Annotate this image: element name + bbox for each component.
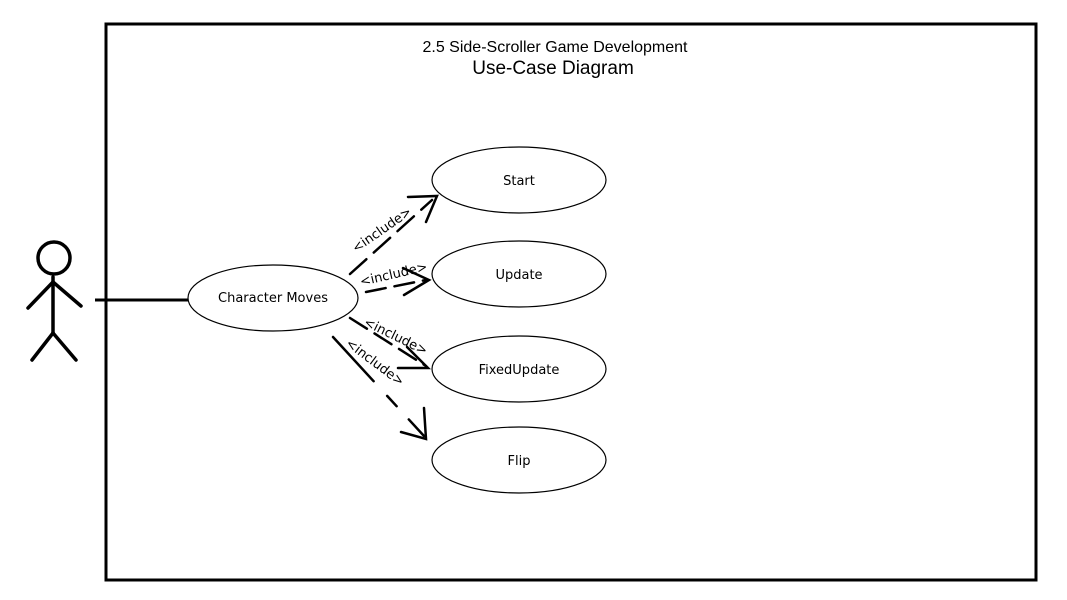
use-case-start: Start	[431, 146, 607, 214]
include-label-start: <include>	[350, 204, 415, 256]
arrowhead-fixedupdate	[396, 345, 432, 370]
actor-head	[36, 240, 72, 276]
actor-left-leg	[30, 331, 55, 362]
arrowhead-update	[401, 266, 432, 297]
use-case-label: Character Moves	[218, 291, 328, 306]
diagram-title: Use-Case Diagram	[472, 58, 634, 79]
system-boundary	[104, 22, 1038, 582]
actor-right-leg	[51, 331, 78, 362]
include-line-start	[348, 198, 434, 276]
use-case-character-moves: Character Moves	[187, 264, 359, 332]
include-line-flip	[331, 335, 426, 438]
actor-left-arm	[26, 280, 55, 310]
use-case-update: Update	[431, 240, 607, 308]
include-line-fixedupdate	[348, 316, 428, 368]
use-case-fixedupdate: FixedUpdate	[431, 335, 607, 403]
arrowhead-start	[406, 194, 439, 224]
include-line-update	[364, 278, 428, 294]
use-case-label: Flip	[508, 454, 531, 469]
actor-stick-figure	[26, 240, 83, 362]
use-case-label: Start	[503, 174, 535, 189]
use-case-label: Update	[495, 268, 542, 283]
diagram-subtitle: 2.5 Side-Scroller Game Development	[422, 39, 688, 56]
use-case-flip: Flip	[431, 426, 607, 494]
arrowhead-flip	[399, 406, 428, 441]
use-case-label: FixedUpdate	[479, 363, 560, 378]
actor-right-arm	[51, 280, 83, 308]
